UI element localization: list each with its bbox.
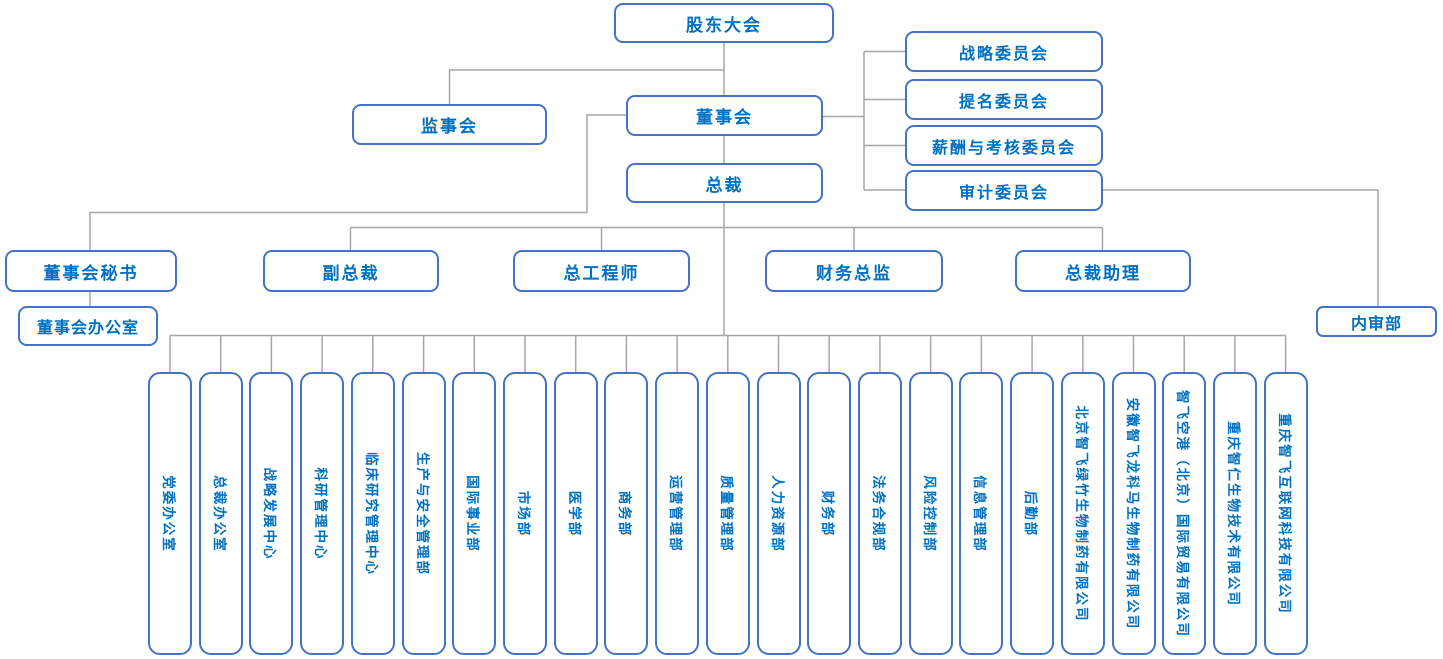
executive-box-vice-president: 副总裁 (263, 250, 439, 292)
department-box: 质量管理部 (705, 372, 750, 655)
department-box: 战略发展中心 (249, 372, 294, 655)
department-box: 法务合规部 (857, 372, 902, 655)
subsidiary-label: 安徽智飞龙科马生物制药有限公司 (1123, 397, 1140, 630)
department-label: 生产与安全管理部 (413, 451, 430, 576)
subsidiary-label: 重庆智仁生物技术有限公司 (1224, 420, 1241, 607)
subsidiary-label: 北京智飞绿竹生物制药有限公司 (1072, 405, 1089, 622)
department-box: 信息管理部 (959, 372, 1004, 655)
subsidiary-box: 智飞空港（北京）国际贸易有限公司 (1162, 372, 1207, 655)
department-box: 人力资源部 (756, 372, 801, 655)
department-box: 医学部 (553, 372, 598, 655)
department-box: 党委办公室 (148, 372, 192, 655)
subsidiary-box: 安徽智飞龙科马生物制药有限公司 (1111, 372, 1156, 655)
executive-box-board-secretary: 董事会秘书 (5, 250, 177, 292)
department-label: 人力资源部 (768, 474, 785, 553)
department-label: 国际事业部 (464, 474, 481, 553)
subsidiary-box: 北京智飞绿竹生物制药有限公司 (1060, 372, 1105, 655)
committee-box-strategy: 战略委员会 (905, 31, 1103, 72)
department-label: 总裁办公室 (210, 474, 227, 553)
department-box: 生产与安全管理部 (401, 372, 446, 655)
department-label: 质量管理部 (717, 474, 734, 553)
board-of-directors-box: 董事会 (626, 95, 823, 136)
department-label: 运营管理部 (667, 474, 684, 553)
department-label: 后勤部 (1022, 490, 1039, 537)
committee-box-remuneration: 薪酬与考核委员会 (905, 125, 1103, 166)
department-label: 风险控制部 (920, 474, 937, 553)
department-label: 信息管理部 (971, 474, 988, 553)
department-label: 财务部 (819, 490, 836, 537)
department-label: 商务部 (616, 490, 633, 537)
department-box: 临床研究管理中心 (350, 372, 395, 655)
subsidiary-box: 重庆智飞互联网科技有限公司 (1263, 372, 1308, 655)
supervisory-board-box: 监事会 (352, 104, 547, 145)
department-label: 临床研究管理中心 (362, 451, 379, 576)
shareholders-meeting-box: 股东大会 (614, 3, 834, 43)
committee-box-audit: 审计委员会 (905, 170, 1103, 211)
executive-box-cfo: 财务总监 (765, 250, 943, 292)
department-box: 国际事业部 (452, 372, 497, 655)
department-box: 商务部 (604, 372, 649, 655)
subsidiary-label: 智飞空港（北京）国际贸易有限公司 (1174, 389, 1191, 638)
committee-box-nomination: 提名委员会 (905, 79, 1103, 120)
department-box: 科研管理中心 (300, 372, 345, 655)
subsidiary-label: 重庆智飞互联网科技有限公司 (1275, 412, 1292, 615)
department-label: 市场部 (515, 490, 531, 537)
president-box: 总裁 (626, 163, 823, 203)
department-box: 运营管理部 (655, 372, 700, 655)
department-label: 科研管理中心 (312, 467, 329, 560)
executive-box-chief-engineer: 总工程师 (513, 250, 690, 292)
board-office-box: 董事会办公室 (18, 306, 158, 346)
department-label: 党委办公室 (160, 474, 176, 553)
department-label: 医学部 (565, 490, 582, 537)
department-label: 战略发展中心 (261, 467, 278, 560)
internal-audit-box: 内审部 (1316, 306, 1437, 337)
department-box: 总裁办公室 (198, 372, 243, 655)
department-box: 后勤部 (1010, 372, 1055, 655)
executive-box-president-assistant: 总裁助理 (1015, 250, 1191, 292)
department-box: 风险控制部 (908, 372, 953, 655)
department-box: 财务部 (807, 372, 852, 655)
subsidiary-box: 重庆智仁生物技术有限公司 (1212, 372, 1257, 655)
department-box: 市场部 (503, 372, 547, 655)
department-label: 法务合规部 (869, 474, 886, 553)
